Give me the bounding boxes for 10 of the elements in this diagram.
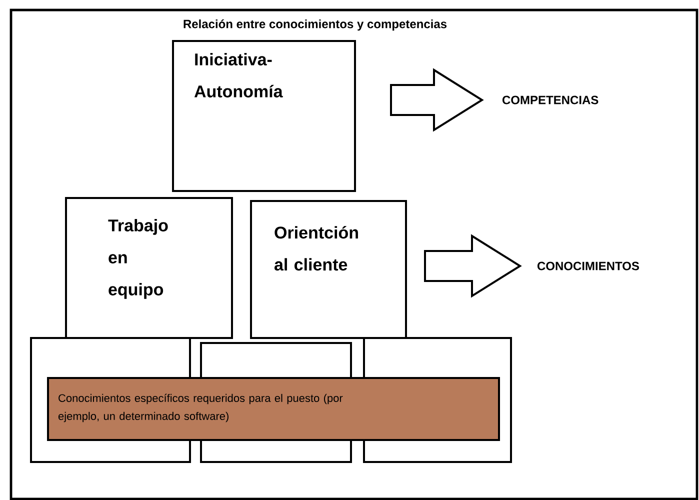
box: Trabajo en equipo (65, 197, 233, 339)
box: Orientción al cliente (250, 200, 407, 339)
box (363, 337, 512, 463)
block-arrow (390, 68, 484, 132)
band: Conocimientos específicos requeridos para el puesto (por ejemplo, un determinado software) (47, 377, 500, 441)
box: Iniciativa-Autonomía (172, 40, 356, 192)
label-text: COMPETENCIAS (502, 96, 598, 104)
title: Relación entre conocimientos y competencias (184, 19, 447, 31)
label-text: CONOCIMIENTOS (538, 262, 639, 270)
block-arrow (424, 234, 522, 298)
